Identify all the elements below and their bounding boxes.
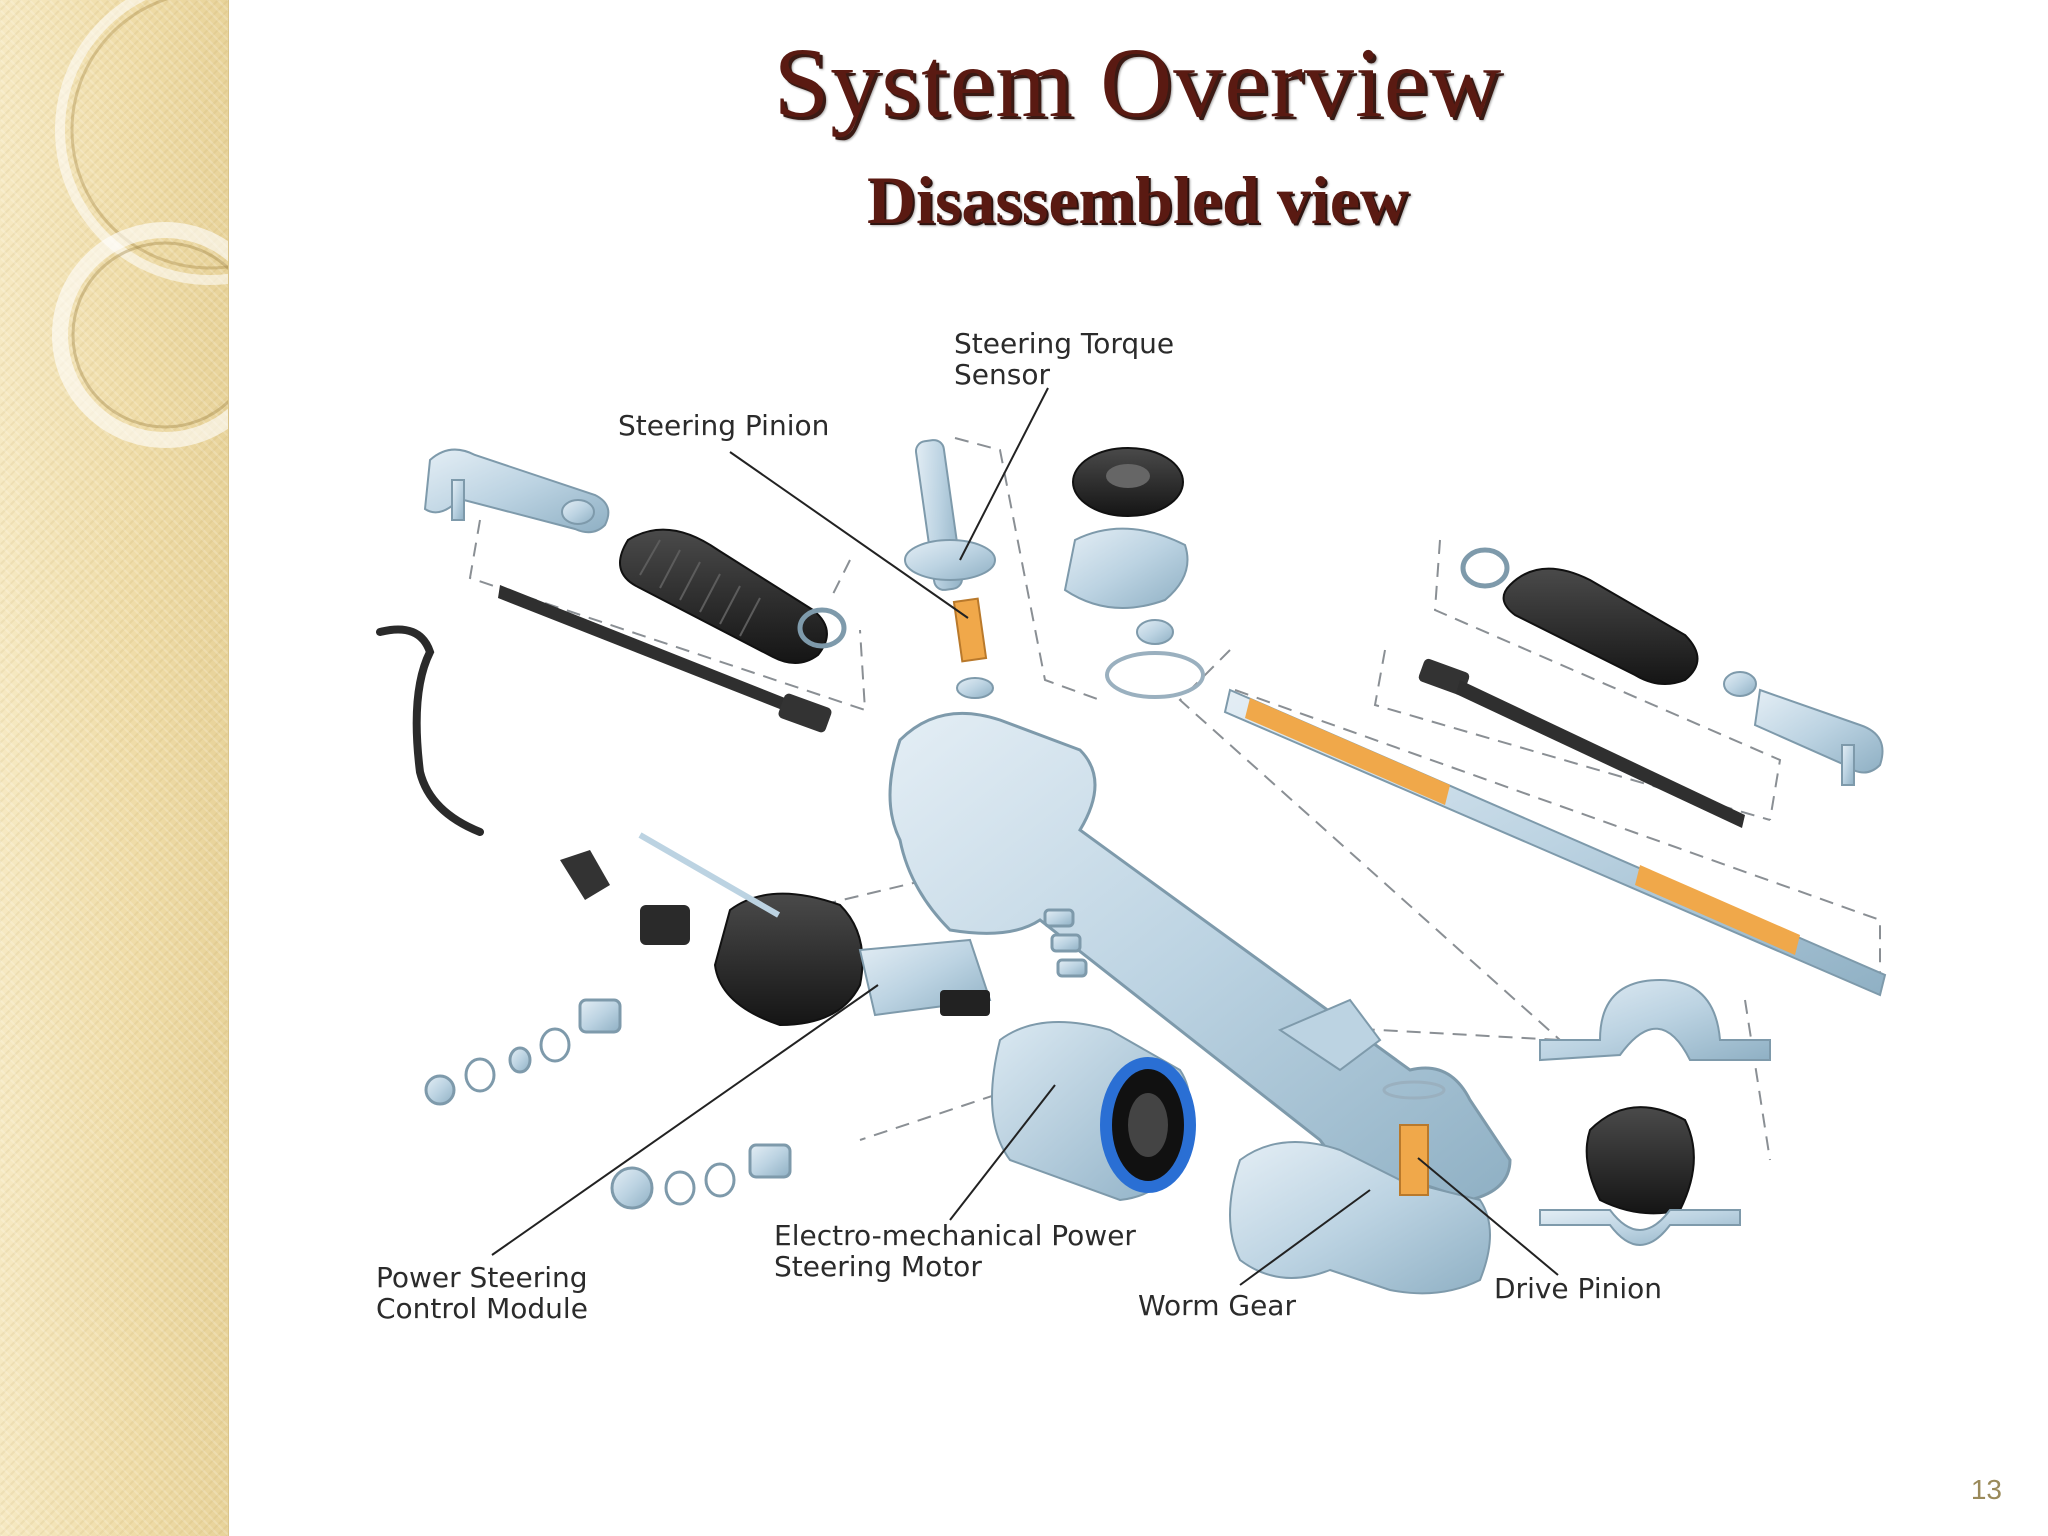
label-motor-line1: Electro-mechanical Power bbox=[774, 1219, 1136, 1252]
right-rack-boot bbox=[1460, 547, 1699, 685]
small-hardware bbox=[424, 908, 1088, 1210]
label-control-module-line1: Power Steering bbox=[376, 1261, 588, 1294]
label-steering-torque-sensor-line2: Sensor bbox=[954, 358, 1050, 391]
right-inner-tie-rod bbox=[1418, 658, 1745, 828]
steering-rack bbox=[1223, 688, 1887, 997]
mounting-clamp bbox=[1539, 978, 1771, 1246]
page-number: 13 bbox=[1970, 1474, 2002, 1505]
label-steering-pinion: Steering Pinion bbox=[618, 409, 830, 442]
slide-subtitle: Disassembled view bbox=[866, 162, 1410, 238]
label-power-steering-control-module: Power Steering Control Module bbox=[376, 1262, 588, 1324]
pinion-seal-and-bearing bbox=[1063, 447, 1205, 699]
wiring-harness bbox=[376, 625, 484, 836]
label-steering-torque-sensor-line1: Steering Torque bbox=[954, 327, 1175, 360]
label-steering-torque-sensor: Steering Torque Sensor bbox=[954, 328, 1174, 390]
label-drive-pinion: Drive Pinion bbox=[1494, 1272, 1662, 1305]
left-tie-rod-end bbox=[423, 448, 610, 534]
slide-title: System Overview bbox=[773, 27, 1503, 138]
label-worm-gear: Worm Gear bbox=[1138, 1289, 1296, 1322]
control-module-parts bbox=[560, 832, 992, 1027]
label-power-steering-motor: Electro-mechanical Power Steering Motor bbox=[774, 1220, 1136, 1282]
left-rack-boot bbox=[619, 528, 847, 664]
left-inner-tie-rod bbox=[498, 585, 832, 733]
right-tie-rod-end bbox=[1723, 671, 1884, 786]
callout-leader-lines bbox=[491, 387, 1559, 1286]
label-motor-line2: Steering Motor bbox=[774, 1250, 982, 1283]
decorative-rings bbox=[52, 0, 228, 448]
worm-gear-housing bbox=[1229, 1080, 1491, 1295]
label-control-module-line2: Control Module bbox=[376, 1292, 588, 1325]
steering-pinion-shaft bbox=[904, 439, 996, 699]
decorative-side-strip bbox=[0, 0, 229, 1536]
power-steering-motor bbox=[991, 1021, 1196, 1202]
dashed-guide-lines bbox=[468, 437, 1881, 1161]
